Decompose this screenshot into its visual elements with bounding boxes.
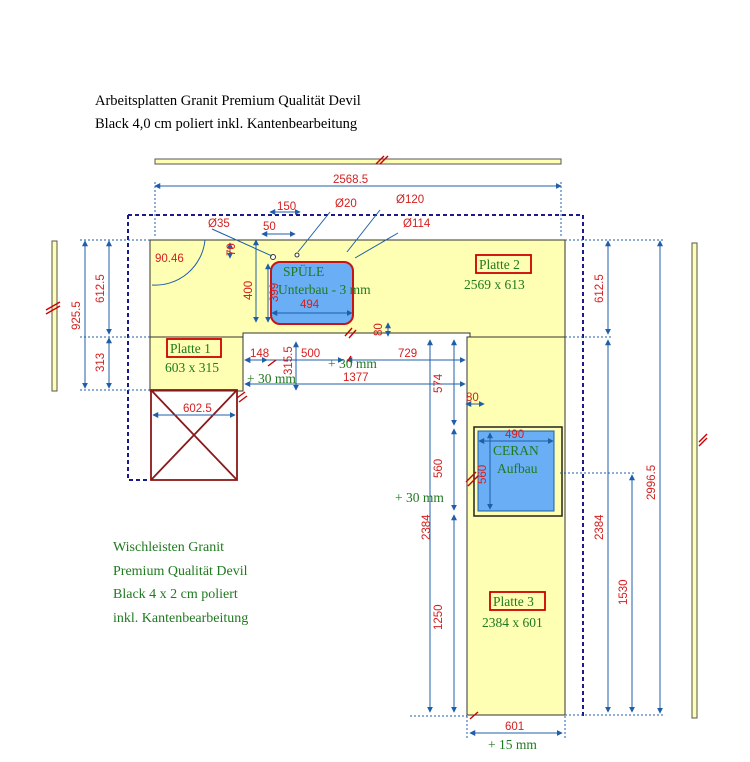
dim-70: 70 [226,243,238,256]
plate-1-name: Platte 1 [170,341,211,356]
plus-15: + 15 mm [488,737,537,752]
dim-500: 500 [301,348,320,360]
corner-arc [151,239,206,286]
wischleisten-line-2: Premium Qualität Devil [113,563,248,579]
plate-1-box [166,338,222,358]
dim-1530: 1530 [618,579,630,605]
dim-1250: 1250 [433,604,445,630]
dim-left-9255: 925.5 [71,301,83,330]
dim-left-313: 313 [95,353,107,372]
sink-mount-label: Unterbau - 3 mm [278,282,371,297]
dim-right-6125: 612.5 [594,274,606,303]
plate-2-name: Platte 2 [479,257,520,272]
wischleisten-line-4: inkl. Kantenbearbeitung [113,610,249,626]
dim-148: 148 [250,348,269,360]
dimension-texts: 2568.5 150 Ø20 Ø120 Ø35 50 Ø114 70 90.46… [71,174,658,733]
dim-399: 399 [269,283,281,302]
hob-mount-label: Aufbau [497,461,538,476]
tap-hole-20 [294,252,300,258]
plate-3-shape [466,336,566,716]
dim-400: 400 [243,281,255,300]
sink-cutout [270,261,354,325]
hob-label: CERAN [493,443,539,458]
dimension-lines [80,182,665,738]
wischleisten-line-3: Black 4 x 2 cm poliert [113,587,238,602]
plate-1-size: 603 x 315 [165,360,219,375]
dim-d20: Ø20 [335,198,357,210]
dim-d114: Ø114 [403,218,431,230]
sink-label: SPÜLE [283,264,324,279]
dim-729: 729 [398,348,417,360]
dim-50: 50 [263,221,276,233]
dim-560-outer: 560 [433,459,445,478]
dim-3155: 315.5 [283,346,295,375]
wischleiste-left [51,240,58,392]
outer-outline [127,214,584,716]
dim-150: 150 [277,201,296,213]
wischleisten-line-1: Wischleisten Granit [113,540,225,555]
plate-3-name: Platte 3 [493,594,534,609]
title-line-2: Black 4,0 cm poliert inkl. Kantenbearbei… [95,116,358,132]
wischleisten-note: Wischleisten Granit Premium Qualität Dev… [113,536,248,630]
joint-marks [45,155,708,447]
plus-30-upper: + 30 mm [328,356,377,371]
title-note: Arbeitsplatten Granit Premium Qualität D… [95,90,361,136]
dim-angle: 90.46 [155,253,184,265]
corner-cabinet [150,389,238,481]
dim-d120: Ø120 [396,194,424,206]
title-line-1: Arbeitsplatten Granit Premium Qualität D… [95,93,361,109]
dim-right-29965: 2996.5 [646,465,658,500]
plate-3-box [489,591,546,611]
dim-490: 490 [505,429,524,441]
dim-2384-left: 2384 [421,514,433,540]
dim-80-lower: 80 [466,392,479,404]
plate-2-size: 2569 x 613 [464,277,525,292]
dim-top-total: 2568.5 [333,174,368,186]
dim-2384-right: 2384 [594,514,606,540]
plus-30-left: + 30 mm [247,371,296,386]
dim-574: 574 [433,373,445,393]
dim-560-inner: 560 [477,465,489,484]
dim-1377: 1377 [343,372,369,384]
cut-marks [236,327,479,720]
plus-30-mid: + 30 mm [395,490,444,505]
wischleiste-top [154,158,562,165]
dim-6025: 602.5 [183,403,212,415]
plate-3-size: 2384 x 601 [482,615,543,630]
dim-d35: Ø35 [208,218,230,230]
dim-601: 601 [505,721,524,733]
wischleiste-right [691,242,698,719]
dim-494: 494 [300,299,320,311]
dim-80-upper: 80 [373,323,385,336]
plate-2-box [475,254,532,274]
dim-left-6125: 612.5 [95,274,107,303]
